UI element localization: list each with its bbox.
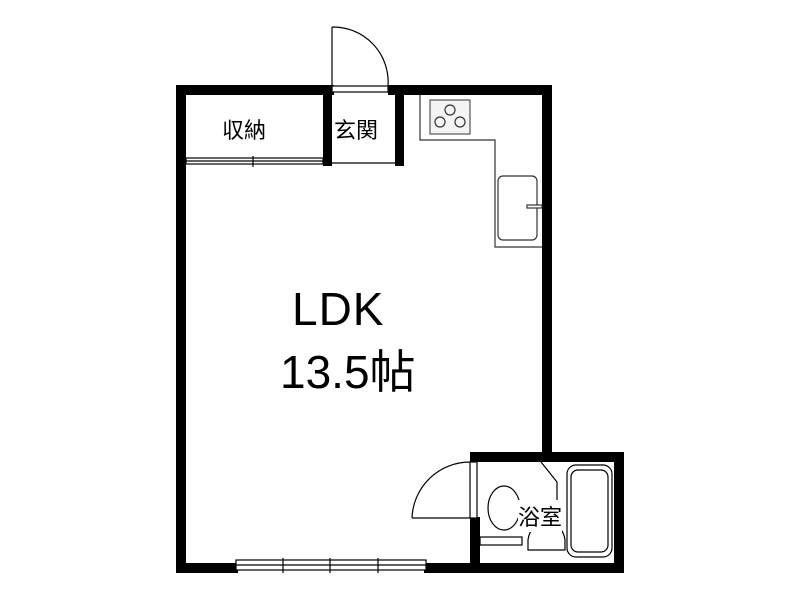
storage-label: 収納: [222, 119, 267, 144]
storage-sliding-door: [185, 156, 395, 167]
bathroom-label: 浴室: [518, 500, 563, 532]
kitchen-counter: [419, 95, 543, 248]
bottom-window: [235, 558, 427, 573]
ldk-size-label: 13.5帖: [280, 346, 416, 398]
entrance-door: [331, 26, 389, 93]
ldk-name-label: LDK: [292, 283, 385, 335]
entrance-label: 玄関: [334, 119, 379, 144]
outer-walls: [176, 85, 624, 573]
bathroom-door: [411, 461, 478, 519]
bathroom-fixtures: [479, 461, 613, 558]
